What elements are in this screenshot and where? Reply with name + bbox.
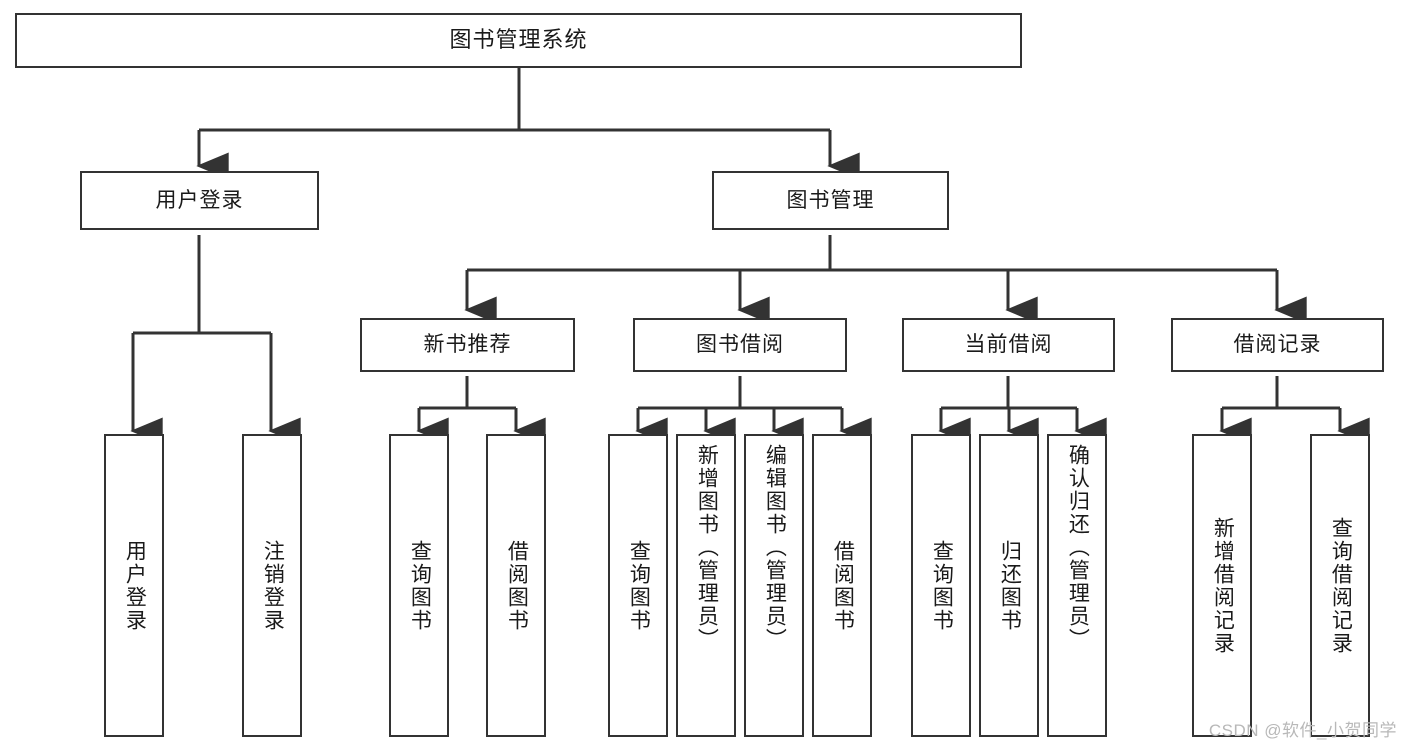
node-book-management[interactable]: 图书管理 — [712, 171, 949, 230]
leaf-label: 查询借阅记录 — [1329, 516, 1353, 655]
leaf-label: 查询图书 — [627, 539, 651, 632]
leaf-user-login-login[interactable]: 用户登录 — [104, 434, 164, 737]
node-book-borrow[interactable]: 图书借阅 — [633, 318, 847, 372]
node-label: 图书管理系统 — [449, 27, 588, 53]
leaf-label: 确认归还（管理员） — [1066, 444, 1090, 651]
node-root-book-management-system[interactable]: 图书管理系统 — [15, 13, 1022, 68]
leaf-book-borrow-query-book[interactable]: 查询图书 — [608, 434, 668, 737]
node-current-borrow[interactable]: 当前借阅 — [902, 318, 1115, 372]
leaf-book-borrow-borrow-book[interactable]: 借阅图书 — [812, 434, 872, 737]
node-label: 图书管理 — [786, 188, 875, 212]
node-user-login[interactable]: 用户登录 — [80, 171, 319, 230]
leaf-current-borrow-confirm-return-admin[interactable]: 确认归还（管理员） — [1047, 434, 1107, 737]
node-label: 借阅记录 — [1233, 333, 1322, 357]
leaf-user-login-logout[interactable]: 注销登录 — [242, 434, 302, 737]
leaf-new-book-query-book[interactable]: 查询图书 — [389, 434, 449, 737]
node-label: 当前借阅 — [964, 333, 1053, 357]
node-label: 新书推荐 — [423, 333, 512, 357]
leaf-label: 用户登录 — [123, 539, 147, 632]
leaf-label: 借阅图书 — [505, 539, 529, 632]
leaf-current-borrow-query-book[interactable]: 查询图书 — [911, 434, 971, 737]
leaf-label: 归还图书 — [998, 539, 1022, 632]
node-label: 图书借阅 — [696, 333, 784, 357]
node-new-book-recommend[interactable]: 新书推荐 — [360, 318, 575, 372]
node-borrow-record[interactable]: 借阅记录 — [1171, 318, 1384, 372]
leaf-borrow-record-query-record[interactable]: 查询借阅记录 — [1310, 434, 1370, 737]
leaf-new-book-borrow-book[interactable]: 借阅图书 — [486, 434, 546, 737]
csdn-watermark: CSDN @软件_小贺同学 — [1208, 721, 1397, 740]
leaf-book-borrow-edit-book-admin[interactable]: 编辑图书（管理员） — [744, 434, 804, 737]
leaf-borrow-record-add-record[interactable]: 新增借阅记录 — [1192, 434, 1252, 737]
leaf-label: 新增借阅记录 — [1211, 516, 1235, 655]
leaf-current-borrow-return-book[interactable]: 归还图书 — [979, 434, 1039, 737]
leaf-label: 查询图书 — [930, 539, 954, 632]
leaf-label: 查询图书 — [408, 539, 432, 632]
leaf-label: 注销登录 — [261, 539, 285, 632]
leaf-label: 借阅图书 — [831, 539, 855, 632]
leaf-book-borrow-add-book-admin[interactable]: 新增图书（管理员） — [676, 434, 736, 737]
node-label: 用户登录 — [155, 188, 244, 212]
leaf-label: 编辑图书（管理员） — [763, 444, 787, 651]
leaf-label: 新增图书（管理员） — [695, 444, 719, 651]
